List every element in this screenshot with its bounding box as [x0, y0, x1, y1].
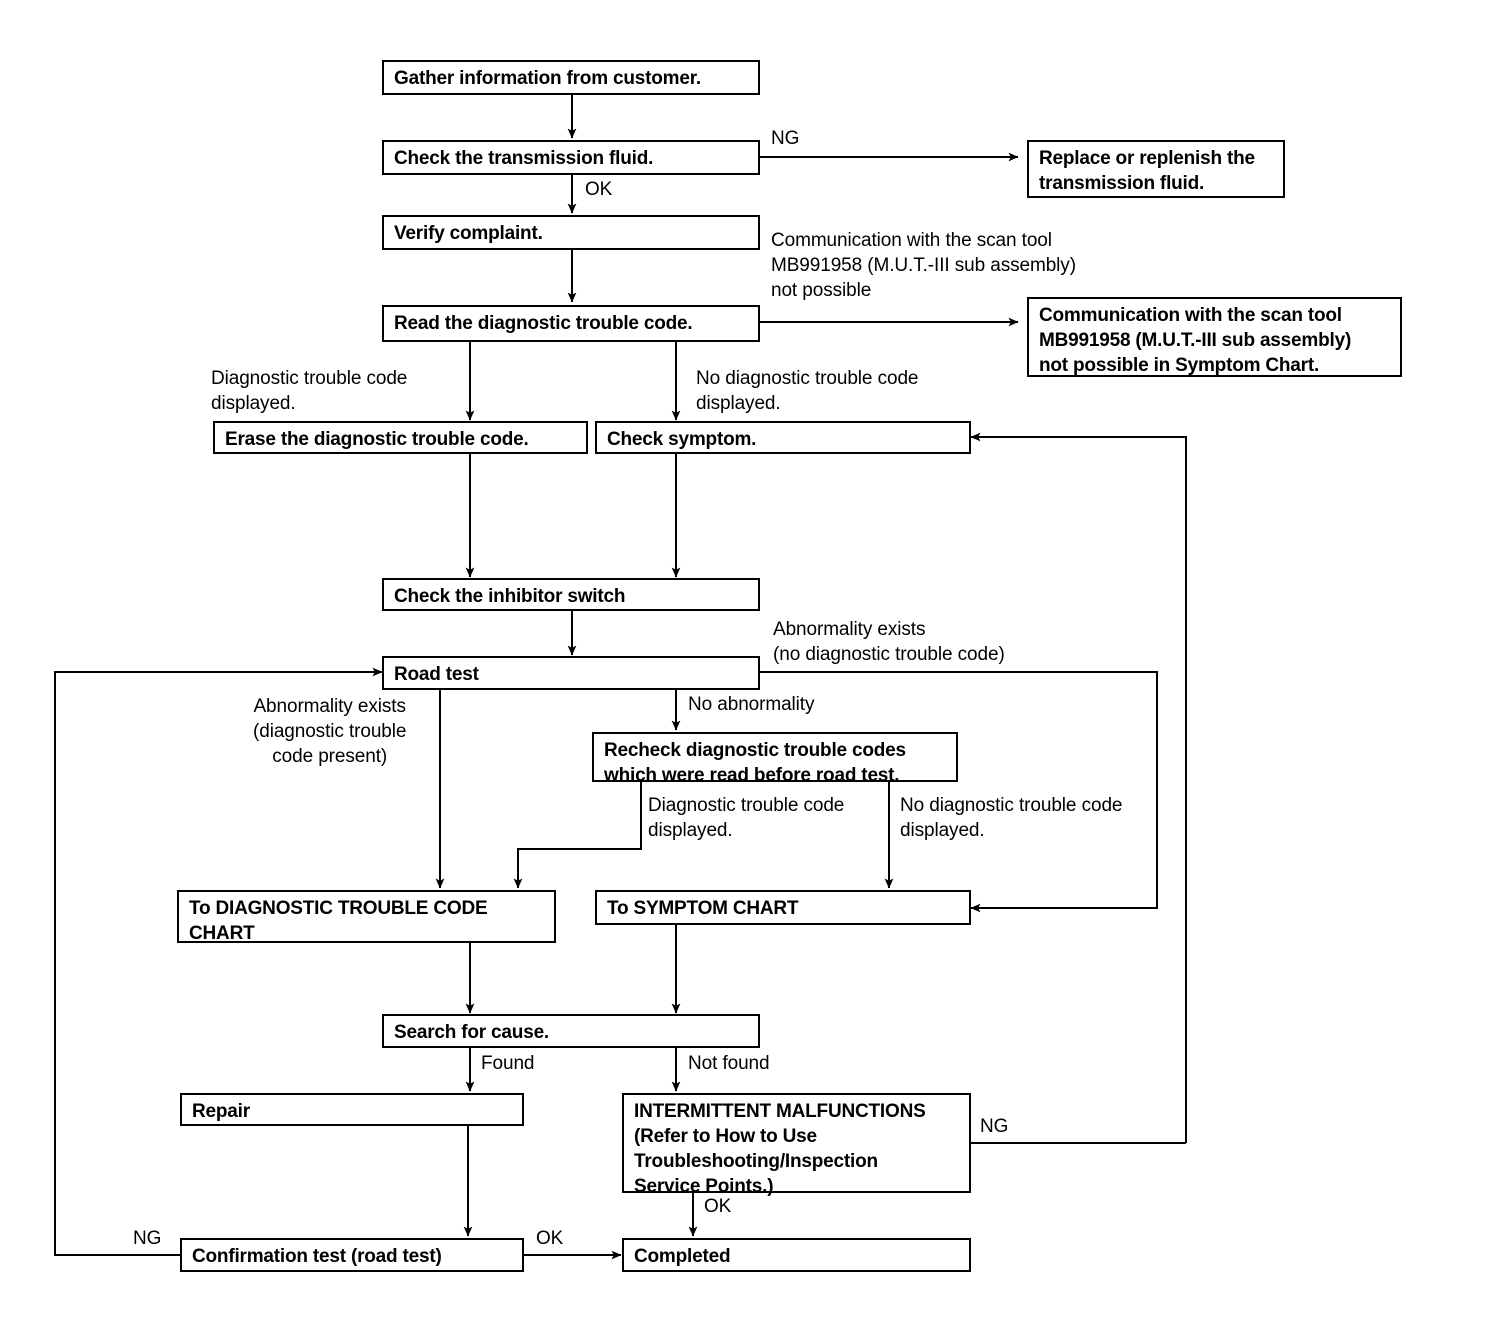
- node-gather-information[interactable]: Gather information from customer.: [382, 60, 760, 95]
- node-check-symptom[interactable]: Check symptom.: [595, 421, 971, 454]
- edge-ng-return-to-check-symptom: [970, 432, 1187, 1143]
- node-check-transmission-fluid[interactable]: Check the transmission fluid.: [382, 140, 760, 175]
- edge-label-found: Found: [481, 1053, 535, 1074]
- edge-label-no-dtc-displayed: No diagnostic trouble code displayed.: [696, 368, 919, 414]
- node-replace-transmission-fluid[interactable]: Replace or replenish the transmission fl…: [1027, 140, 1285, 198]
- edge-road-test-abnormality-nodtc: [760, 671, 1158, 913]
- node-confirmation-test[interactable]: Confirmation test (road test): [180, 1238, 524, 1272]
- node-to-symptom-chart[interactable]: To SYMPTOM CHART: [595, 890, 971, 925]
- edge-label-no-abnormality: No abnormality: [688, 694, 815, 715]
- edge-label-ok-fluid: OK: [585, 179, 613, 200]
- edge-label-dtc-displayed: Diagnostic trouble code displayed.: [211, 368, 408, 414]
- edge-label-abnormality-no-dtc: Abnormality exists (no diagnostic troubl…: [773, 619, 1005, 665]
- node-road-test[interactable]: Road test: [382, 656, 760, 690]
- node-erase-diagnostic-trouble-code[interactable]: Erase the diagnostic trouble code.: [213, 421, 588, 454]
- edge-label-ng-intermittent: NG: [980, 1116, 1009, 1137]
- edge-label-dtc-displayed-2: Diagnostic trouble code displayed.: [648, 795, 845, 841]
- node-read-diagnostic-trouble-code[interactable]: Read the diagnostic trouble code.: [382, 305, 760, 342]
- node-recheck-diagnostic-trouble-codes[interactable]: Recheck diagnostic trouble codes which w…: [592, 732, 958, 786]
- node-intermittent-malfunctions[interactable]: INTERMITTENT MALFUNCTIONS (Refer to How …: [622, 1093, 971, 1197]
- node-completed[interactable]: Completed: [622, 1238, 971, 1272]
- edge-label-no-dtc-displayed-2: No diagnostic trouble code displayed.: [900, 795, 1123, 841]
- node-to-diagnostic-trouble-code-chart[interactable]: To DIAGNOSTIC TROUBLE CODE CHART: [177, 890, 556, 944]
- edge-label-abnormality-dtc-present: Abnormality exists (diagnostic trouble c…: [253, 696, 407, 767]
- edge-label-ng-fluid: NG: [771, 128, 800, 149]
- node-repair[interactable]: Repair: [180, 1093, 524, 1126]
- edge-label-not-found: Not found: [688, 1053, 770, 1074]
- node-search-for-cause[interactable]: Search for cause.: [382, 1014, 760, 1048]
- node-communication-not-possible-symptom-chart[interactable]: Communication with the scan tool MB99195…: [1027, 297, 1402, 377]
- node-check-inhibitor-switch[interactable]: Check the inhibitor switch: [382, 578, 760, 611]
- node-verify-complaint[interactable]: Verify complaint.: [382, 215, 760, 250]
- edge-label-ok-intermittent: OK: [704, 1196, 732, 1217]
- edge-recheck-dtc-to-dtc-chart: [513, 782, 642, 889]
- edge-label-communication-not-possible: Communication with the scan tool MB99195…: [771, 230, 1076, 301]
- edge-label-ok-confirmation: OK: [536, 1228, 564, 1249]
- edge-label-ng-confirmation: NG: [133, 1228, 162, 1249]
